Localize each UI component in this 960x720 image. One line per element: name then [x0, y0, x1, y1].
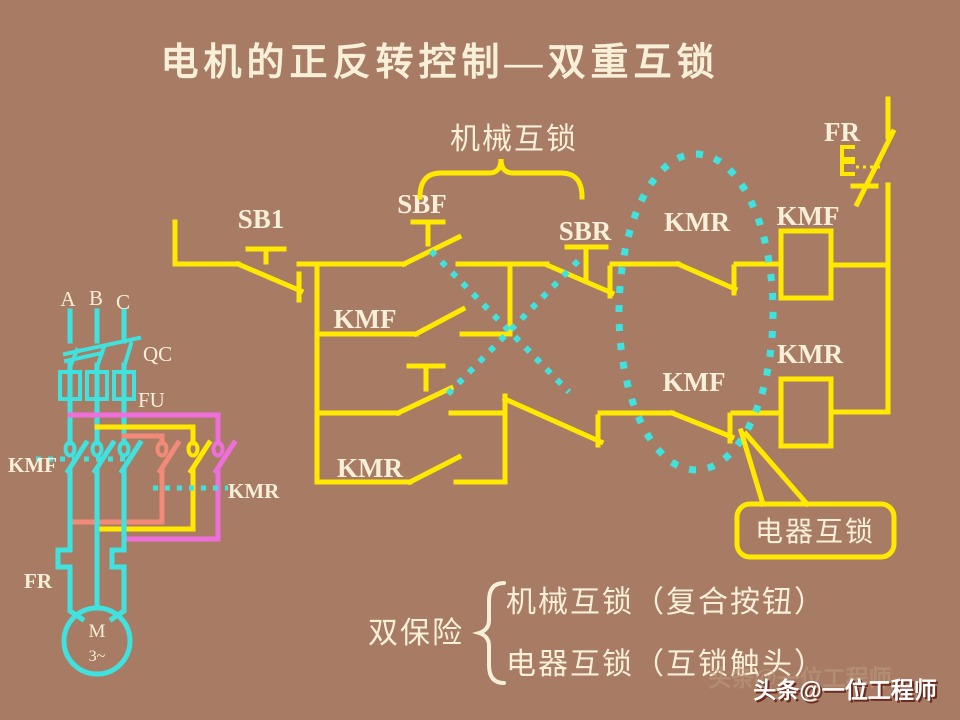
fuse-icon [112, 370, 136, 401]
kmf-contact-dot-icon [117, 440, 131, 458]
kmf-coil-icon [778, 228, 834, 301]
phase-c-label: C [116, 290, 130, 314]
kmr-selflock-label: KMR [337, 453, 403, 483]
summary-line1: 机械互锁（复合按钮） [506, 586, 826, 619]
kmr-coil-icon [778, 376, 834, 449]
fr-label: FR [824, 117, 860, 147]
swap-bar-magenta-top [67, 412, 221, 446]
kmf-coil-label: KMF [777, 201, 840, 231]
phase-stubs [67, 308, 127, 344]
phase-verticals [67, 362, 127, 446]
main-circuit: A B C QC FU KMF KMR FR M 3~ [8, 286, 280, 677]
kmf-contact-dot-icon [90, 440, 104, 458]
phase-c-lower [108, 468, 127, 623]
kmr-contact-dot-icon [186, 440, 200, 458]
sbf-contact-icon [400, 233, 463, 268]
sbr-nc-contact-icon [543, 261, 616, 299]
control-rail-left [172, 219, 241, 267]
callout-pointer-icon [737, 427, 811, 508]
sbf-actuator-icon [410, 219, 446, 247]
summary-line2: 电器互锁（互锁触头） [506, 648, 826, 681]
sbr-label: SBR [559, 216, 612, 246]
kmf-interlock-label: KMF [663, 367, 726, 397]
fr-main-label: FR [24, 569, 53, 593]
mechanical-interlock-label: 机械互锁 [450, 123, 578, 156]
summary-brace-icon [472, 581, 506, 685]
phase-a-lower [55, 468, 86, 623]
control-circuit: FR SB1 SBF SBR KMR KMF KMF KMF KMR KMR [172, 96, 897, 486]
fuse-icon [58, 370, 82, 401]
phase-a-label: A [60, 287, 76, 311]
kmr-contact-magenta-icon [212, 439, 238, 542]
qc-label: QC [143, 342, 172, 366]
sbr-no-contact-icon [394, 384, 455, 417]
callout-box [734, 501, 897, 560]
kmr-contact-salmon-icon [156, 439, 182, 525]
motor-phase-label: 3~ [89, 648, 106, 665]
electrical-interlock-ellipse-icon [615, 150, 777, 474]
sbf-nc-contact-icon [501, 395, 605, 448]
swap-bar-yellow-top [94, 424, 196, 446]
kmf-selflock-contact-icon [314, 305, 513, 338]
double-insurance-label: 双保险 [368, 617, 464, 650]
kmr-contact-yellow-icon [187, 439, 213, 532]
sb1-label: SB1 [238, 204, 285, 234]
kmr-main-label: KMR [228, 479, 280, 503]
sbr-no-actuator-icon [406, 363, 446, 392]
annotations: 机械互锁 电器互锁 双保险 机械互锁（复合按钮） 电器互锁（互锁触头） [368, 123, 897, 685]
motor-m-label: M [89, 621, 106, 642]
motor-icon [61, 605, 133, 677]
mech-link-dotted-icon [428, 248, 572, 395]
watermark: 头条@一位工程师 头条@一位工程师 [708, 665, 936, 703]
kmf-selflock-label: KMF [334, 304, 397, 334]
mech-link-dotted-icon [443, 258, 581, 399]
watermark-text: 头条@一位工程师 [753, 677, 936, 703]
sbr-actuator-icon [564, 244, 609, 284]
fr-contact-icon [850, 96, 897, 208]
fu-label: FU [138, 388, 165, 412]
kmr-interlock-label: KMR [664, 207, 730, 237]
kmr-interlock-contact-icon [674, 260, 739, 296]
swap-bar-salmon-top [121, 433, 165, 446]
kmr-coil-label: KMR [777, 339, 843, 369]
kmr-contact-dot-icon [211, 440, 225, 458]
phase-b-label: B [89, 286, 103, 310]
electrical-interlock-label: 电器互锁 [755, 516, 875, 548]
mechanical-interlock-brace-icon [417, 158, 585, 200]
sb1-actuator-icon [245, 246, 287, 265]
watermark-ghost-text: 头条@一位工程师 [708, 665, 891, 691]
kmr-selflock-contact-icon [314, 453, 508, 486]
fr-heater-icon [840, 145, 855, 176]
page-title: 电机的正反转控制—双重互锁 [160, 42, 719, 84]
kmr-contact-dot-icon [155, 440, 169, 458]
sb1-contact-icon [234, 260, 305, 303]
kmf-interlock-contact-icon [668, 409, 736, 444]
fuse-icon [85, 370, 109, 401]
kmf-main-label: KMF [8, 453, 57, 477]
kmf-contact-dot-icon [63, 440, 77, 458]
